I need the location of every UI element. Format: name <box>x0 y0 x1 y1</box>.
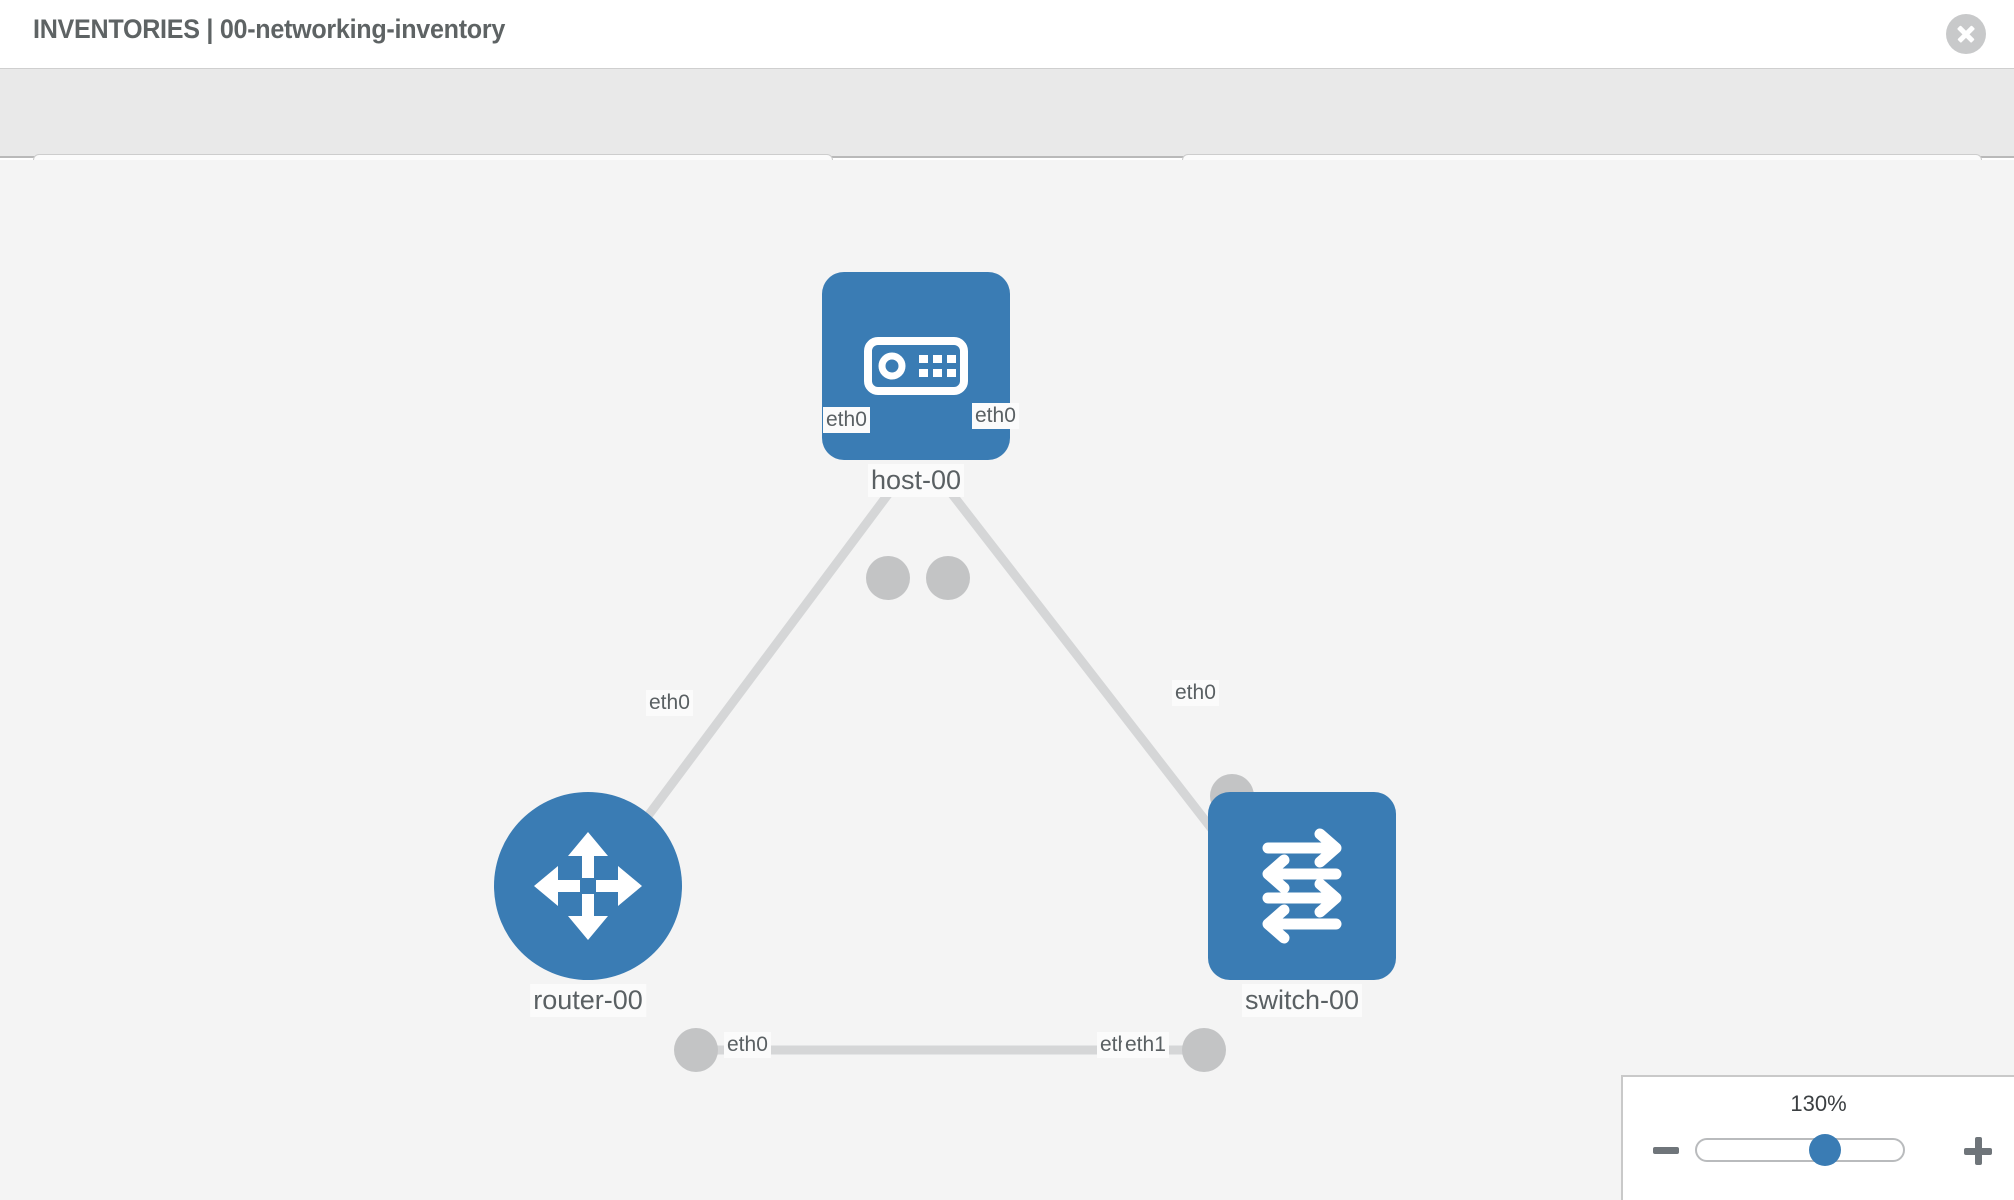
toolbar: ACTIONS SEARCH <box>0 68 2014 210</box>
link-host00-router00 <box>611 482 899 863</box>
zoom-in-button[interactable] <box>1964 1137 1992 1165</box>
zoom-control-panel: 130% <box>1621 1075 2014 1200</box>
zoom-out-button[interactable] <box>1653 1137 1679 1163</box>
router-arrows-icon <box>534 832 642 940</box>
iface-label-host00-right: eth0 <box>972 403 1019 429</box>
node-router-00-label: router-00 <box>530 984 646 1017</box>
page-title: INVENTORIES | 00-networking-inventory <box>33 14 506 44</box>
iface-label-switch00-eth1: eth1 <box>1122 1032 1169 1058</box>
connector-dot-switch00-left <box>1182 1028 1226 1072</box>
topology-canvas[interactable]: host-00 router-00 <box>0 160 2014 1200</box>
node-router-00[interactable]: router-00 <box>494 792 682 1017</box>
zoom-slider-track[interactable] <box>1695 1134 1905 1166</box>
connector-dot-host00-left <box>866 556 910 600</box>
node-router-00-shape[interactable] <box>494 792 682 980</box>
server-icon <box>864 337 968 395</box>
node-switch-00-label: switch-00 <box>1241 984 1363 1017</box>
connector-dot-host00-right <box>926 556 970 600</box>
node-switch-00[interactable]: switch-00 <box>1208 792 1396 1017</box>
zoom-level-value: 130% <box>1790 1091 1847 1116</box>
link-host00-switch00 <box>941 482 1236 858</box>
switch-arrows-icon <box>1262 828 1342 944</box>
iface-label-host00-left: eth0 <box>823 407 870 433</box>
iface-label-router00-uplink: eth0 <box>646 690 693 716</box>
iface-label-router00-eth0: eth0 <box>724 1032 771 1058</box>
node-host-00-label: host-00 <box>867 464 965 497</box>
close-icon[interactable] <box>1946 14 1986 54</box>
iface-label-switch00-uplink: eth0 <box>1172 680 1219 706</box>
connector-dot-router00-right <box>674 1028 718 1072</box>
page-header: INVENTORIES | 00-networking-inventory <box>0 0 2014 68</box>
node-switch-00-shape[interactable] <box>1208 792 1396 980</box>
zoom-slider-thumb[interactable] <box>1808 1134 1841 1166</box>
